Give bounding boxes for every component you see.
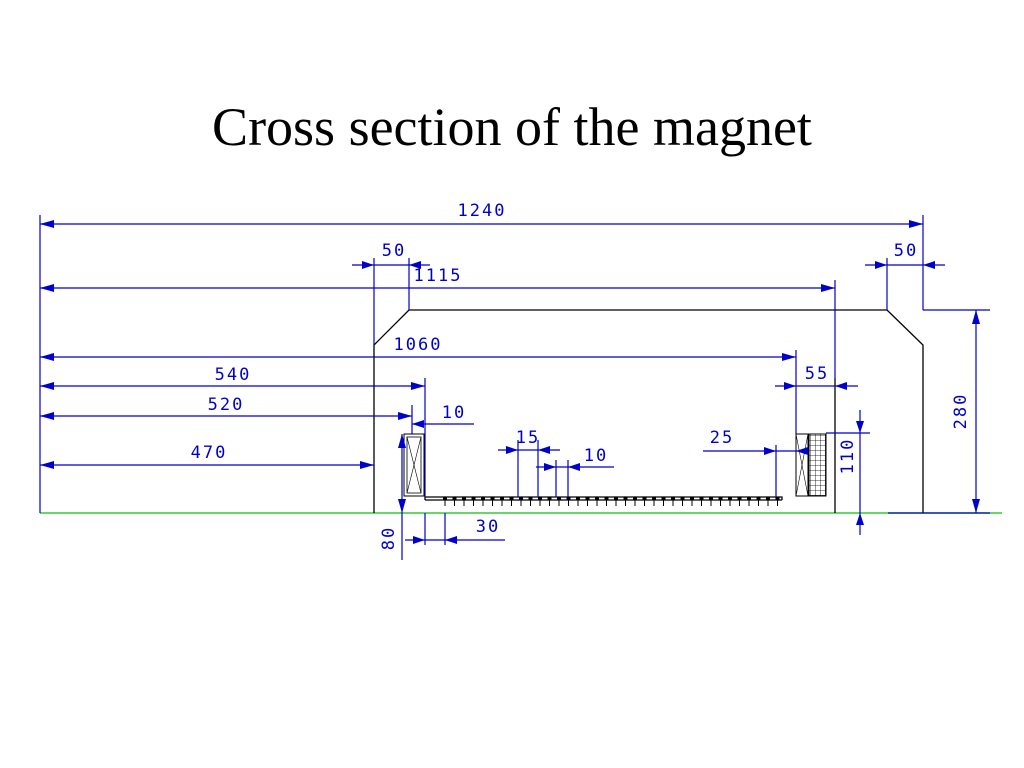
dim-label-55: 55 — [805, 364, 829, 384]
dim-label-540: 540 — [215, 365, 252, 385]
dim-label-1240: 1240 — [458, 201, 507, 221]
dim-label-1115: 1115 — [414, 266, 463, 286]
pole-tip-head — [614, 497, 618, 500]
dim-label-470: 470 — [191, 443, 228, 463]
pole-tip-head — [557, 497, 561, 500]
pole-tip-head — [756, 497, 761, 500]
dim-label-15: 15 — [516, 428, 540, 448]
pole-tip-row — [443, 497, 780, 506]
pole-tip-head — [452, 497, 457, 500]
pole-tip-head — [718, 497, 723, 500]
pole-tip-head — [766, 497, 770, 500]
pole-tip-head — [661, 497, 666, 500]
pole-tip-head — [642, 497, 647, 500]
pole-tip-head — [595, 497, 599, 500]
pole-tip-head — [775, 497, 780, 500]
pole-tip-head — [490, 497, 495, 500]
pole-tip-head — [623, 497, 628, 500]
dim-label-30: 30 — [476, 517, 500, 537]
pole-tip-head — [747, 497, 751, 500]
page-title: Cross section of the magnet — [212, 97, 812, 157]
pole-tip-head — [576, 497, 580, 500]
pole-tip-head — [671, 497, 675, 500]
pole-tip-head — [471, 497, 476, 500]
pole-tip-head — [462, 497, 466, 500]
pole-tip-head — [633, 497, 637, 500]
pole-tip-head — [699, 497, 704, 500]
pole-tip-head — [690, 497, 694, 500]
pole-tip-head — [538, 497, 542, 500]
dim-label-25: 25 — [710, 428, 734, 448]
dim-label-10-pitch: 10 — [584, 446, 608, 466]
pole-tip-head — [737, 497, 742, 500]
pole-tip-head — [652, 497, 656, 500]
dim-label-1060: 1060 — [394, 335, 443, 355]
pole-tip-head — [443, 497, 447, 500]
pole-tip-head — [519, 497, 523, 500]
pole-tip-head — [547, 497, 552, 500]
left-coil — [403, 433, 425, 497]
pole-tip-head — [728, 497, 732, 500]
pole-tip-head — [528, 497, 533, 500]
dim-label-50-left: 50 — [382, 241, 406, 261]
dim-label-520: 520 — [208, 395, 245, 415]
pole-tip-head — [680, 497, 685, 500]
pole-tip-head — [509, 497, 514, 500]
pole-tip-head — [709, 497, 713, 500]
dim-label-80: 80 — [379, 526, 399, 550]
pole-tip-head — [500, 497, 504, 500]
dim-label-50-right: 50 — [894, 241, 918, 261]
pole-tip-head — [481, 497, 485, 500]
pole-tip-head — [566, 497, 571, 500]
dim-label-10-coil: 10 — [442, 403, 466, 423]
dim-label-280: 280 — [951, 393, 971, 430]
right-coil — [795, 433, 827, 497]
dim-label-110: 110 — [838, 438, 858, 475]
pole-tip-head — [604, 497, 609, 500]
pole-tip-head — [585, 497, 590, 500]
